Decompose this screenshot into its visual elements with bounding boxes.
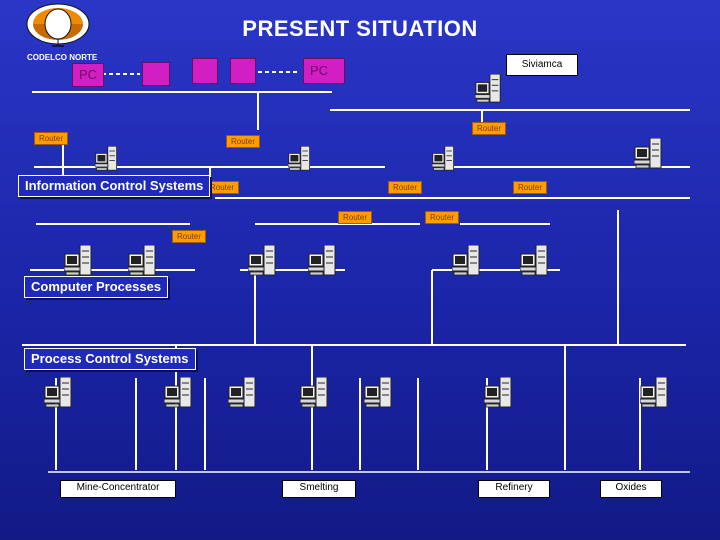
router: Router bbox=[338, 211, 373, 224]
mine-concentrator-box: Mine-Concentrator bbox=[60, 480, 176, 498]
router: Router bbox=[205, 181, 240, 194]
router: Router bbox=[34, 132, 69, 145]
oxides-box: Oxides bbox=[600, 480, 662, 498]
router: Router bbox=[388, 181, 423, 194]
router: Router bbox=[425, 211, 460, 224]
pc-label: PC bbox=[310, 63, 329, 78]
router: Router bbox=[172, 230, 207, 243]
router: Router bbox=[472, 122, 507, 135]
network-lines bbox=[22, 91, 690, 473]
pc-box bbox=[230, 58, 256, 84]
pc-box bbox=[72, 63, 104, 87]
pc-label: PC bbox=[79, 67, 98, 82]
refinery-box: Refinery bbox=[478, 480, 550, 498]
pc-box bbox=[192, 58, 218, 84]
pc-box bbox=[142, 62, 170, 86]
siviamca-box: Siviamca bbox=[506, 54, 578, 76]
logo-icon bbox=[26, 3, 90, 47]
process-control-systems-label: Process Control Systems bbox=[24, 348, 196, 370]
smelting-box: Smelting bbox=[282, 480, 356, 498]
pc-box bbox=[303, 58, 345, 84]
page-title: PRESENT SITUATION bbox=[242, 16, 478, 41]
org-label: CODELCO NORTE bbox=[27, 53, 98, 62]
router: Router bbox=[513, 181, 548, 194]
computer-processes-label: Computer Processes bbox=[24, 276, 169, 298]
router: Router bbox=[226, 135, 261, 148]
information-control-systems-label: Information Control Systems bbox=[18, 175, 211, 197]
